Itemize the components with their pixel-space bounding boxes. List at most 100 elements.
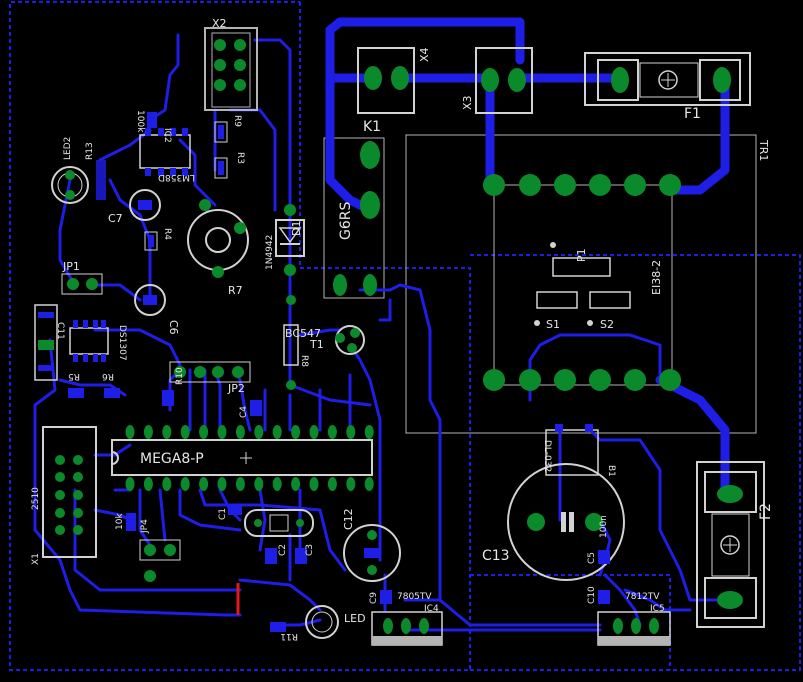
mega8-pin <box>346 477 356 491</box>
mega8-pin <box>291 425 301 439</box>
mega8-label: MEGA8-P <box>140 451 204 467</box>
x1-value: 2510 <box>31 487 41 510</box>
r3-label: R3 <box>235 152 245 164</box>
mega8-pin <box>327 477 337 491</box>
capacitor-c13: C13 <box>482 463 625 581</box>
jp4-label: JP4 <box>140 519 150 534</box>
mega8-pin <box>327 425 337 439</box>
mega8-pin <box>143 425 153 439</box>
t1-label: T1 <box>309 338 324 351</box>
s2-label: S2 <box>600 318 614 331</box>
r100n-label: 100n <box>599 515 609 538</box>
diode-value: 1N4942 <box>265 235 275 270</box>
mega8-pin <box>217 425 227 439</box>
mega8-pin <box>364 425 374 439</box>
fuse-f1: F1 TR1 <box>584 52 770 161</box>
trimmer-r7: R7 <box>187 199 249 297</box>
ic4-value: 7805TV <box>397 592 432 602</box>
jp1-label: JP1 <box>62 260 80 273</box>
x2-label: X2 <box>212 17 227 30</box>
f1-label: F1 <box>684 106 701 122</box>
mega8-pin <box>180 477 190 491</box>
led-label: LED <box>344 612 366 625</box>
r9-label: R9 <box>232 115 242 127</box>
led2-label: LED2 <box>63 137 73 160</box>
connector-x1: 2510 X1 <box>31 426 97 565</box>
terminal-x4: X4 K1 <box>357 47 431 135</box>
terminal-x3: X3 <box>461 47 533 114</box>
regulator-ic4: 7805TV IC4 C9 <box>369 590 443 646</box>
mega8-pin <box>235 425 245 439</box>
r11-label: R11 <box>280 631 298 641</box>
p1-label: P1 <box>575 248 588 262</box>
connector-x2: X2 <box>204 17 258 111</box>
diode-d1: 1N4942 D1 <box>265 204 305 276</box>
capacitor-c4: C4 <box>239 400 262 418</box>
crystal-q1: C1 C2 C3 <box>218 505 315 564</box>
mega8-pin <box>162 477 172 491</box>
ic2: IC2 LM358D 100k <box>135 110 195 182</box>
ic2-label: IC2 <box>162 128 172 143</box>
mega8-pin <box>254 425 264 439</box>
mega8-pin <box>125 425 135 439</box>
mega8-pin <box>309 425 319 439</box>
mega8-pin <box>143 477 153 491</box>
mega8-pin <box>272 425 282 439</box>
resistor-10k-jp4: 10k JP4 <box>115 513 181 582</box>
c3-label: C3 <box>305 544 315 556</box>
x3-label: X3 <box>461 95 474 110</box>
jumper-jp1: JP1 <box>61 260 103 295</box>
r14-label: 100k <box>135 110 145 133</box>
c4-label: C4 <box>239 406 249 418</box>
resistor-r8: R8 <box>283 295 309 390</box>
ei38-label: EI38-2 <box>650 260 663 295</box>
led-indicator: LED R11 <box>270 605 366 641</box>
ic4-label: IC4 <box>424 604 439 614</box>
regulator-ic5: 7812TV IC5 C10 C5 100n <box>587 515 671 646</box>
ic-ds1307: DS1307 C11 <box>34 304 127 381</box>
c2-label: C2 <box>278 544 288 556</box>
ic5-label: IC5 <box>650 604 665 614</box>
mega8-pin <box>364 477 374 491</box>
r7-label: R7 <box>228 284 243 297</box>
x4-label: X4 <box>418 47 431 62</box>
jp2-label: JP2 <box>227 382 245 395</box>
ic5-value: 7812TV <box>625 592 660 602</box>
board-regions <box>9 1 801 671</box>
mega8-pin <box>199 425 209 439</box>
tr1-outline <box>323 134 757 434</box>
mega8-pin <box>217 477 227 491</box>
relay-k1: G6RS <box>333 141 380 296</box>
r13-label: R13 <box>85 142 95 160</box>
mega8-pin <box>180 425 190 439</box>
dl032-label: DL-032 <box>542 440 552 472</box>
x1-label: X1 <box>31 553 41 565</box>
led2: LED2 R13 <box>51 137 106 204</box>
r10k-label: 10k <box>115 513 125 530</box>
s1-label: S1 <box>546 318 560 331</box>
c6-label: C6 <box>167 320 180 335</box>
d1-label: D1 <box>290 221 303 236</box>
transformer-silk: EI38-2 P1 S1 S2 <box>534 242 663 331</box>
r8-label: R8 <box>299 355 309 367</box>
resistors-r5-r6: R5 R6 <box>68 371 120 398</box>
r4-label: R4 <box>162 228 172 240</box>
tr1-label: TR1 <box>757 139 770 161</box>
ds1307-label: DS1307 <box>117 325 127 361</box>
mega8-pin <box>291 477 301 491</box>
mega8-pin <box>309 477 319 491</box>
mega8-pin <box>235 477 245 491</box>
lm358-label: LM358D <box>158 172 195 182</box>
c11-label: C11 <box>55 322 65 340</box>
k1-label: K1 <box>363 119 381 135</box>
c5-label: C5 <box>587 552 597 564</box>
mega8-pin <box>125 477 135 491</box>
c12-label: C12 <box>342 508 355 530</box>
capacitor-c12: C12 <box>342 508 401 582</box>
r5-label: R5 <box>68 371 80 381</box>
mcu-mega8: MEGA8-P <box>111 425 374 491</box>
bc547-label: BC547 <box>285 327 321 340</box>
mega8-pin <box>162 425 172 439</box>
mega8-pin <box>254 477 264 491</box>
